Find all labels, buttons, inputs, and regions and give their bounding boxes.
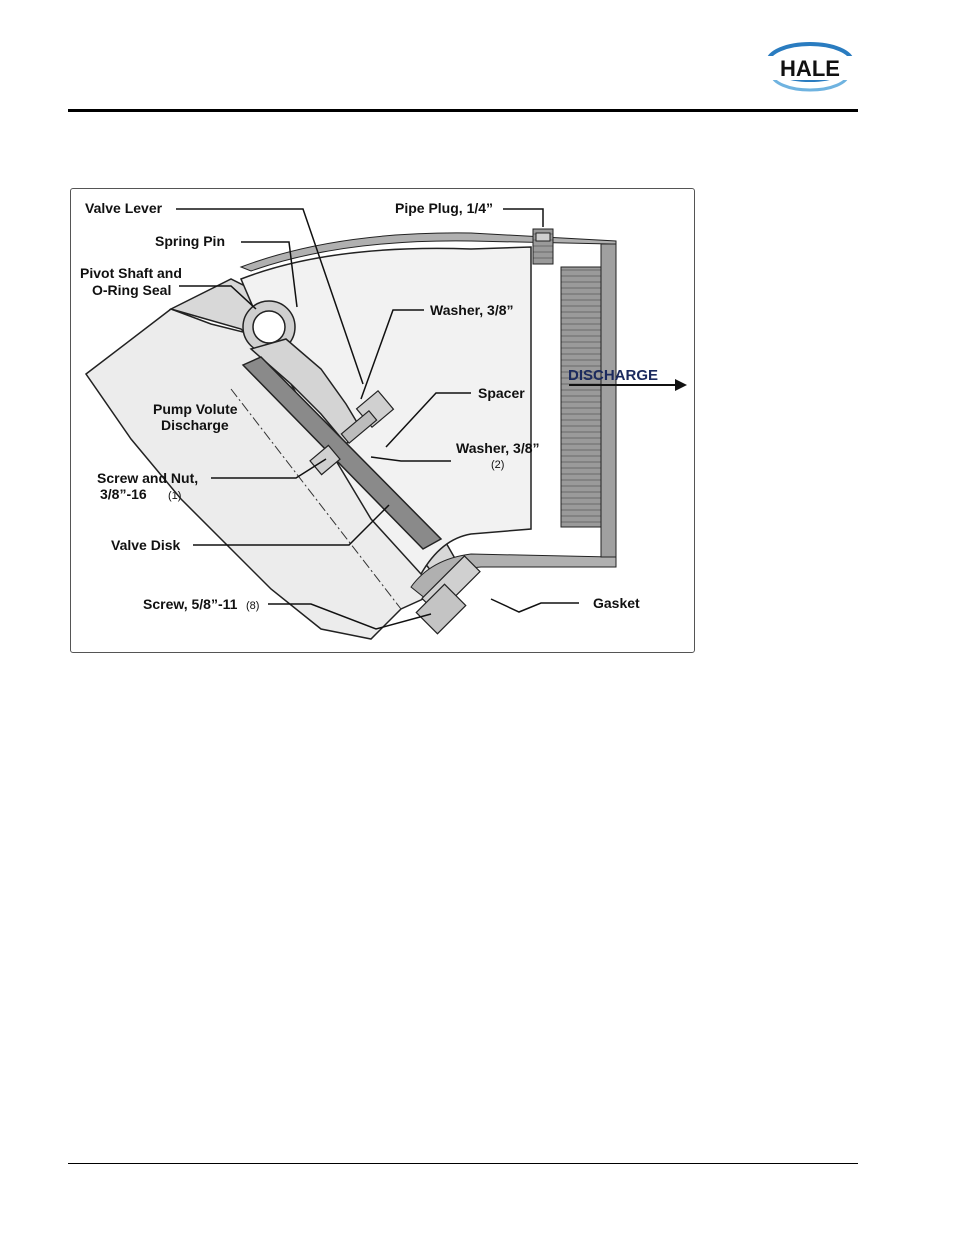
label-washer-2: Washer, 3/8” [456,440,540,456]
label-spring-pin: Spring Pin [155,233,225,249]
label-discharge: DISCHARGE [568,367,658,384]
pivot-shaft-oring [253,311,285,343]
label-valve-lever: Valve Lever [85,200,163,216]
hale-logo: HALE [760,36,860,100]
pipe-plug-head [536,233,550,241]
label-pivot-shaft-2: O-Ring Seal [92,282,171,298]
label-washer-2-qty: (2) [491,459,504,471]
label-screw-nut-qty: (1) [168,490,181,502]
label-screw-nut-2: 3/8”-16 [100,486,147,502]
label-gasket: Gasket [593,595,640,611]
label-screw-58: Screw, 5/8”-11 [143,596,238,612]
label-pump-volute-1: Pump Volute [153,401,238,417]
leader-gasket [491,599,579,612]
label-pipe-plug: Pipe Plug, 1/4” [395,200,493,216]
label-pivot-shaft-1: Pivot Shaft and [80,265,182,281]
footer-rule [68,1163,858,1164]
label-screw-58-qty: (8) [246,600,259,612]
label-spacer: Spacer [478,385,525,401]
outlet-rim [601,244,616,557]
label-washer-1: Washer, 3/8” [430,302,514,318]
label-pump-volute-2: Discharge [161,417,229,433]
label-valve-disk: Valve Disk [111,537,180,553]
header-rule [68,109,858,112]
leader-pipe-plug [503,209,543,227]
brand-name: HALE [780,56,840,81]
label-screw-nut-1: Screw and Nut, [97,470,198,486]
discharge-arrowhead [675,379,687,391]
valve-assembly-diagram: Valve Lever Spring Pin Pivot Shaft and O… [71,189,696,654]
diagram-frame: Valve Lever Spring Pin Pivot Shaft and O… [70,188,695,653]
